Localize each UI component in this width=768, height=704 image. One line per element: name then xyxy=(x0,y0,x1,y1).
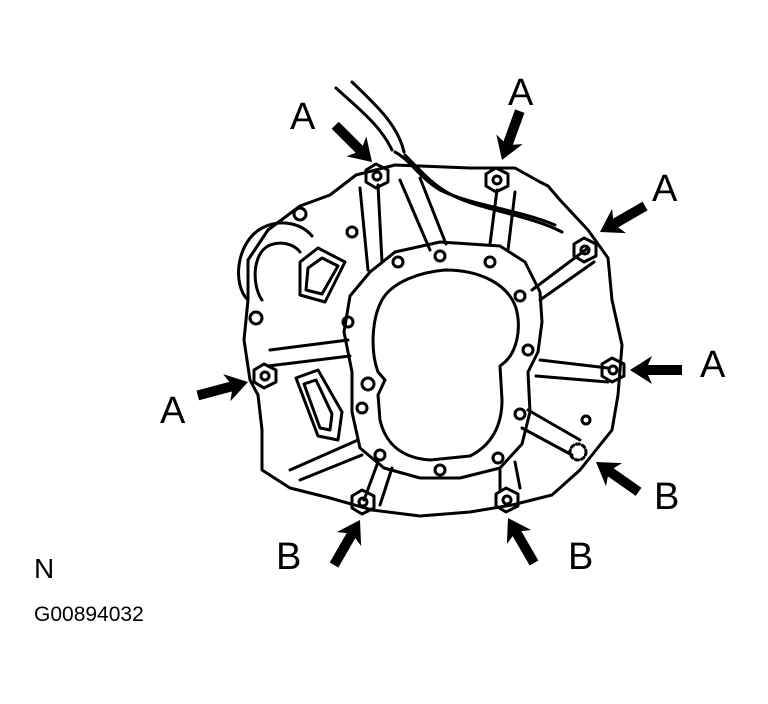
bolt-a-left xyxy=(252,362,278,390)
callout-a1: A xyxy=(290,96,316,138)
arrow-b1 xyxy=(596,462,642,496)
arrow-a3 xyxy=(600,201,648,234)
housing-outline xyxy=(242,163,624,518)
bolt-a-right-middle xyxy=(600,356,626,384)
bolt-b-bottom-left xyxy=(350,488,376,516)
callout-a5: A xyxy=(160,390,186,432)
bolt-b-bottom-right xyxy=(494,486,520,514)
callout-a3: A xyxy=(652,168,678,210)
figure-id: G00894032 xyxy=(34,603,144,626)
wire-harness xyxy=(334,86,394,152)
arrow-b3 xyxy=(506,518,539,566)
arrow-a5 xyxy=(196,374,248,402)
callout-b1: B xyxy=(654,476,680,518)
callout-b2: B xyxy=(276,536,302,578)
callout-b3: B xyxy=(568,536,594,578)
bolt-a-right-upper xyxy=(572,236,598,264)
arrow-a2 xyxy=(496,109,525,160)
arrow-b2 xyxy=(329,520,362,568)
arrow-a1 xyxy=(331,121,372,162)
callout-a2: A xyxy=(508,72,534,114)
arrow-a4 xyxy=(630,356,682,384)
view-letter: N xyxy=(34,553,55,584)
bolt-a-top-right xyxy=(484,166,510,194)
center-opening xyxy=(371,268,520,462)
bolt-a-top-left xyxy=(364,162,390,190)
callout-a4: A xyxy=(700,344,726,386)
